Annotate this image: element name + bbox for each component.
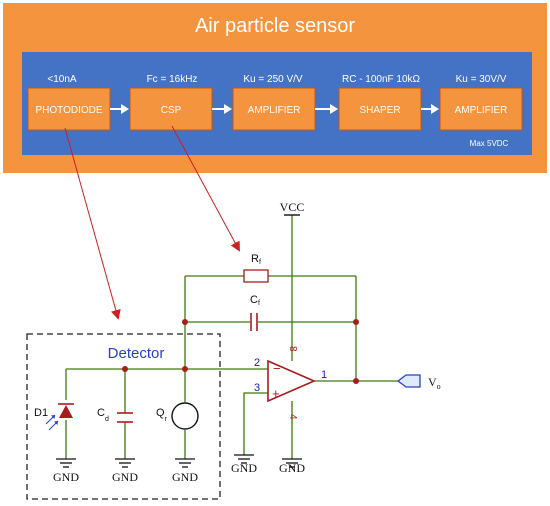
gnd-symbol-d1 (56, 458, 76, 468)
cd-capacitor (117, 412, 133, 423)
opamp-minus-sign: − (273, 361, 281, 376)
stage-4-label: SHAPER (359, 105, 400, 116)
flow-arrow-4-5 (421, 104, 439, 114)
supply-note: Max 5VDC (470, 139, 509, 148)
junction-cf-right (353, 319, 359, 325)
detector-boundary (26, 333, 221, 500)
detector-label: Detector (108, 345, 165, 362)
flow-arrow-3-4 (315, 104, 338, 114)
stage-1-spec: <10nA (47, 74, 77, 85)
junction-cd (122, 366, 128, 372)
stage-4-spec: RC - 100nF 10kΩ (342, 74, 421, 85)
cf-label: Cf (250, 294, 260, 307)
cf-capacitor (250, 313, 258, 331)
flow-arrow-2-3 (212, 104, 232, 114)
rf-label: Rf (251, 253, 261, 266)
gnd-label-opamp: GND (279, 461, 305, 475)
wires (65, 215, 398, 459)
qr-label: Qr (156, 407, 168, 423)
d1-label: D1 (34, 407, 48, 419)
pin-4-label: 4 (287, 414, 298, 420)
junction-input (182, 366, 188, 372)
cd-label: Cd (97, 407, 109, 423)
rf-resistor (243, 269, 269, 283)
gnd-label-noninv: GND (231, 461, 257, 475)
vcc-label: VCC (280, 200, 305, 214)
stage-5-block (439, 87, 523, 131)
pin-2-label: 2 (254, 357, 260, 369)
stage-5-spec: Ku = 30V/V (456, 74, 507, 85)
stage-1-label: PHOTODIODE (35, 105, 102, 116)
stage-3-label: AMPLIFIER (248, 105, 301, 116)
gnd-symbol-noninv (234, 454, 254, 464)
vo-label: Vo (428, 375, 441, 391)
stage-3-spec: Ku = 250 V/V (243, 74, 303, 85)
opamp-plus-sign: + (272, 386, 280, 401)
junction-output (353, 378, 359, 384)
callout-photodiode-to-detector (64, 127, 121, 320)
stage-4-block (338, 87, 422, 131)
stage-2-label: CSP (161, 105, 182, 116)
block-diagram-title: Air particle sensor (195, 15, 355, 37)
opamp-triangle (267, 359, 317, 403)
wire-noninv (243, 392, 268, 455)
gnd-label-cd: GND (112, 470, 138, 484)
gnd-symbol-qr (175, 458, 195, 468)
schematic: Detector VCC Rf (26, 200, 441, 500)
gnd-label-d1: GND (53, 470, 79, 484)
pin-1-label: 1 (321, 369, 327, 381)
callout-csp-to-feedback (171, 125, 240, 252)
gnd-symbol-opamp (282, 458, 302, 468)
stage-1-block (27, 87, 111, 131)
qr-current-source (171, 402, 199, 430)
block-diagram: Air particle sensor <10nA Fc = 16kHz Ku … (3, 3, 547, 173)
pin-8-label: 8 (287, 346, 298, 352)
gnd-symbol-cd (115, 458, 135, 468)
stage-5-label: AMPLIFIER (455, 105, 508, 116)
junction-cf-left (182, 319, 188, 325)
pin-3-label: 3 (254, 382, 260, 394)
gnd-label-qr: GND (172, 470, 198, 484)
vo-port (396, 374, 421, 388)
d1-photodiode (45, 403, 74, 431)
stage-2-spec: Fc = 16kHz (147, 74, 198, 85)
flow-arrow-1-2 (110, 104, 129, 114)
